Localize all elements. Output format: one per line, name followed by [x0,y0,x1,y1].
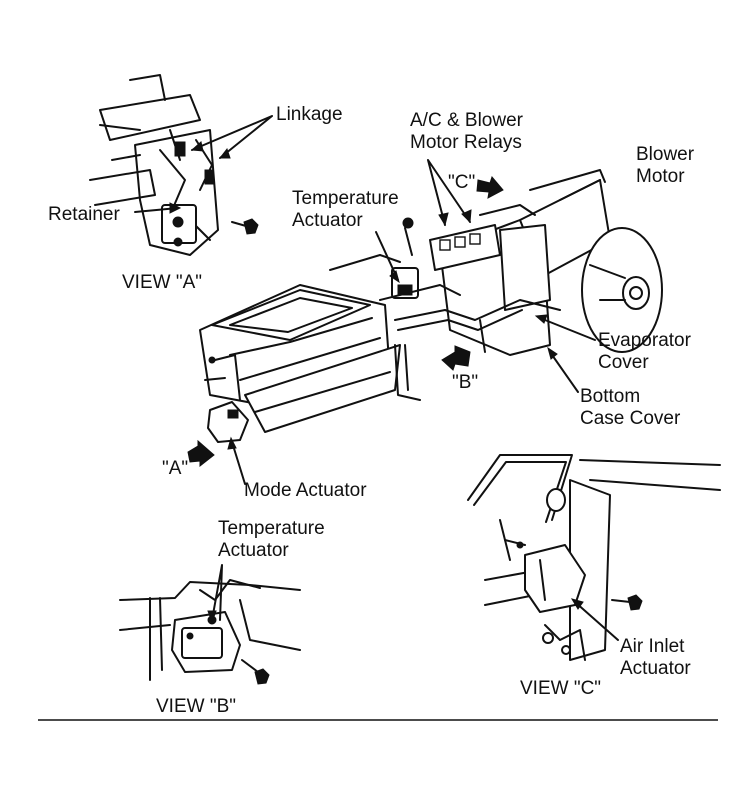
label-bottom-line2: Case Cover [580,408,681,429]
label-air-inlet-line1: Air Inlet [620,636,685,657]
label-retainer: Retainer [48,204,120,226]
bottom-case-arrowhead [547,346,558,360]
label-bottom-case-cover: Bottom Case Cover [580,386,680,430]
view-b-illustration [119,579,301,685]
label-view-b-text: VIEW "B" [156,696,236,717]
main-assembly-illustration [199,169,663,443]
label-air-inlet-actuator: Air Inlet Actuator [620,636,691,680]
temp-actuator-arrowhead [389,270,400,284]
direction-arrow-a [187,439,215,468]
label-temp-actuator-main-line1: Temperature [292,188,399,209]
label-marker-b-text: "B" [452,372,479,393]
relays-arrowhead-2 [461,209,472,224]
label-view-b-temp-actuator: Temperature Actuator [218,518,325,562]
label-temp-actuator-main-line2: Actuator [292,210,363,231]
label-evaporator-cover: Evaporator Cover [598,330,691,374]
relays-arrowhead [438,212,449,227]
label-evap-line1: Evaporator [598,330,691,351]
label-view-b-temp-line2: Actuator [218,540,289,561]
view-b-arrowhead [207,610,217,624]
label-marker-a: "A" [162,458,188,480]
label-linkage-text: Linkage [276,104,343,125]
label-view-c: VIEW "C" [520,678,601,700]
label-marker-a-text: "A" [162,458,189,479]
label-view-a: VIEW "A" [122,272,202,294]
label-temp-actuator-main: Temperature Actuator [292,188,399,232]
label-marker-c-text: "C" [448,172,476,193]
air-inlet-arrowhead [570,598,584,610]
view-c-illustration [467,454,721,661]
label-air-inlet-line2: Actuator [620,658,691,679]
label-linkage: Linkage [276,104,343,126]
evaporator-leader [539,317,596,341]
label-relays: A/C & Blower Motor Relays [410,110,523,154]
linkage-leader [191,115,273,159]
label-relays-line2: Motor Relays [410,132,522,153]
linkage-arrowhead-2 [218,147,231,159]
label-mode-actuator-text: Mode Actuator [244,480,367,501]
direction-arrow-c [476,175,504,199]
label-view-c-text: VIEW "C" [520,678,602,699]
view-a-illustration [89,74,259,256]
mode-actuator-arrowhead [227,436,237,450]
label-mode-actuator: Mode Actuator [244,480,367,502]
label-view-b: VIEW "B" [156,696,236,718]
label-relays-line1: A/C & Blower [410,110,523,131]
label-view-a-text: VIEW "A" [122,272,202,293]
mode-actuator-leader [231,441,246,485]
label-marker-b: "B" [452,372,478,394]
label-retainer-text: Retainer [48,204,120,225]
label-marker-c: "C" [448,172,475,194]
evaporator-arrowhead [534,314,548,324]
label-blower-motor: Blower Motor [636,144,694,188]
label-blower-line1: Blower [636,144,695,165]
linkage-arrowhead [190,141,204,152]
label-blower-line2: Motor [636,166,685,187]
direction-arrow-b [441,345,471,371]
bottom-case-leader [549,351,579,393]
label-view-b-temp-line1: Temperature [218,518,325,539]
air-inlet-leader [574,601,619,641]
label-evap-line2: Cover [598,352,649,373]
retainer-arrowhead [169,202,182,214]
label-bottom-line1: Bottom [580,386,641,407]
